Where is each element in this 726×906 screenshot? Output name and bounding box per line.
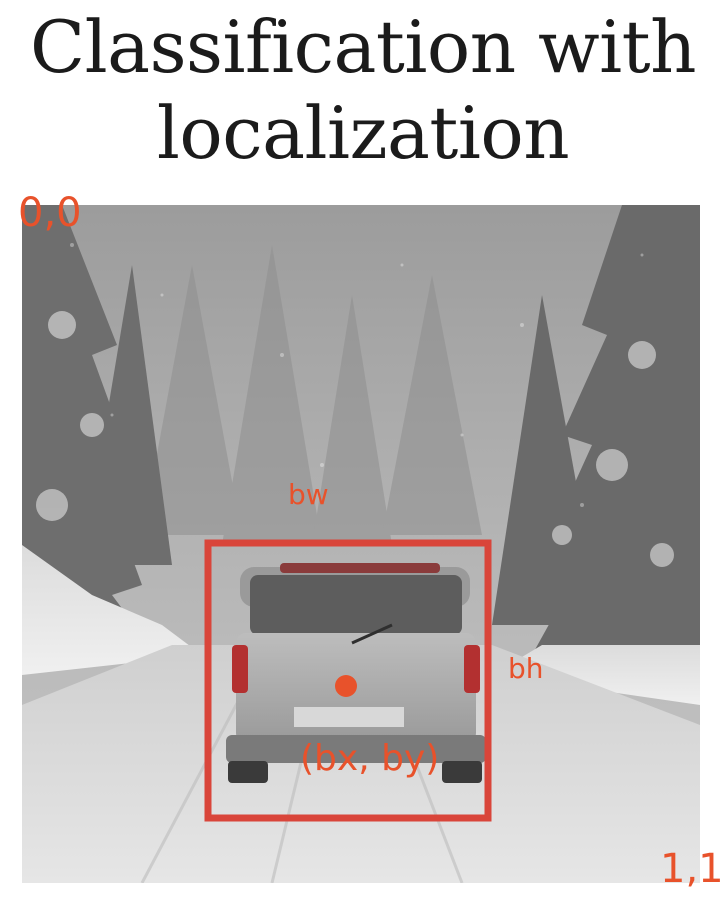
center-point <box>335 675 357 697</box>
title-line-1: Classification with <box>30 5 696 89</box>
width-label: bw <box>288 478 329 511</box>
origin-label: 0,0 <box>18 190 82 236</box>
title-line-2: localization <box>156 91 570 175</box>
center-label: (bx, by) <box>300 738 440 779</box>
bounding-box <box>204 539 492 822</box>
height-label: bh <box>508 652 544 685</box>
page-title: Classification with localization <box>0 0 726 176</box>
end-label: 1,1 <box>660 846 724 892</box>
car-photo <box>22 205 700 883</box>
